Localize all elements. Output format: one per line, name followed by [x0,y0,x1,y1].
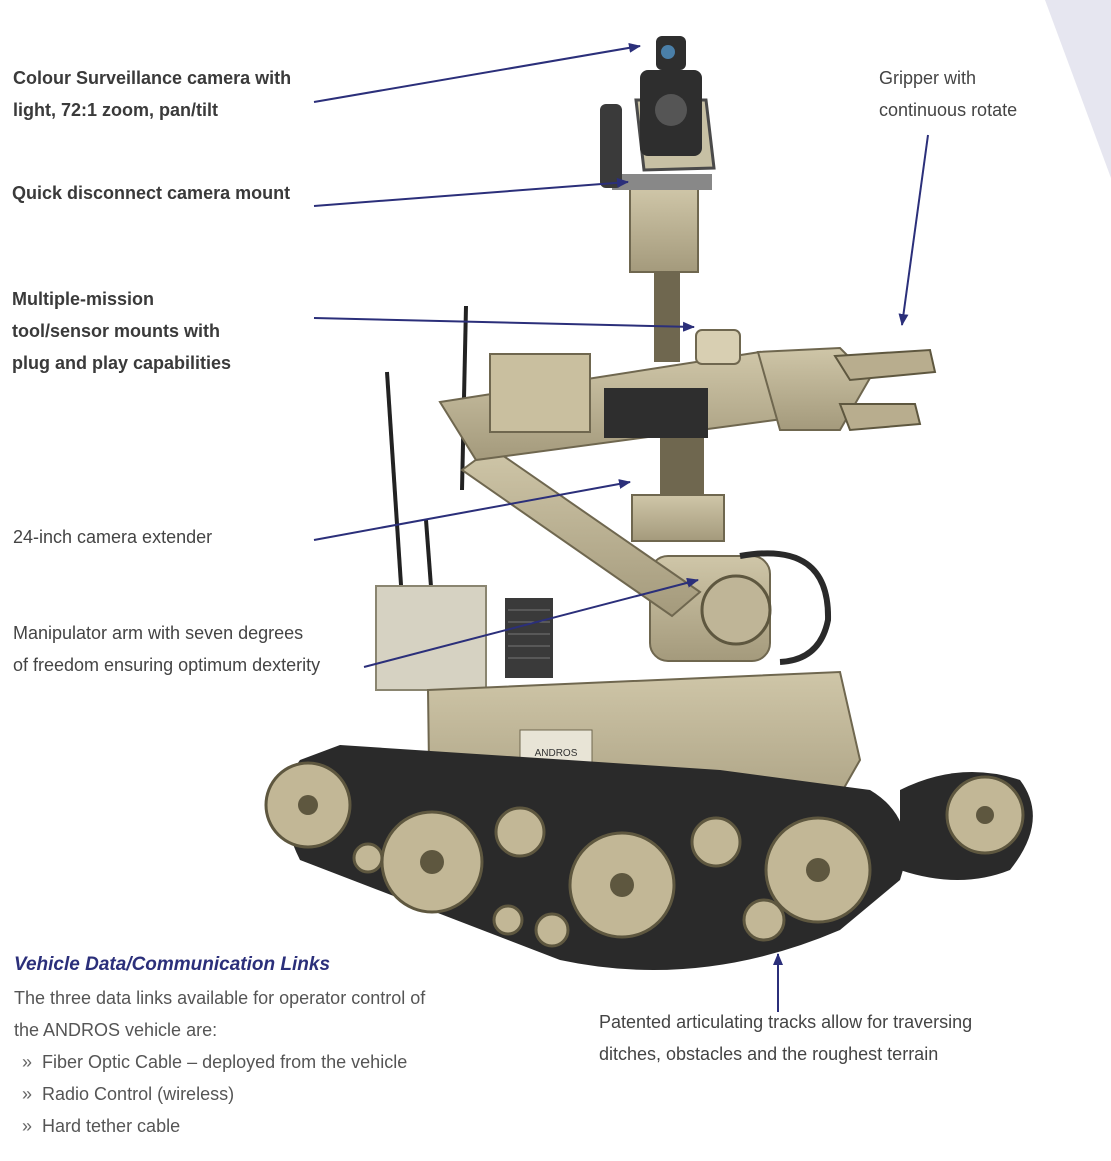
vehicle-badge: ANDROS [535,748,578,759]
callout-manipulator-arm: Manipulator arm with seven degrees of fr… [13,623,321,675]
list-item: »Hard tether cable [22,1116,181,1136]
callout-camera: Colour Surveillance camera with light, 7… [13,68,292,120]
bullet-marker: » [22,1084,33,1104]
links-list: »Fiber Optic Cable – deployed from the v… [22,1046,407,1142]
bullet-marker: » [22,1052,33,1072]
corner-accent-shape [1045,0,1111,178]
links-heading: Vehicle Data/Communication Links [14,954,331,975]
callout-gripper: Gripper with continuous rotate [879,68,1018,120]
callout-camera-extender: 24-inch camera extender [13,527,213,547]
callout-camera-mount: Quick disconnect camera mount [12,183,291,203]
links-intro: The three data links available for opera… [14,988,426,1040]
bullet-marker: » [22,1116,33,1136]
callout-articulating-tracks: Patented articulating tracks allow for t… [599,1012,973,1064]
callout-tool-sensor-mounts: Multiple-mission tool/sensor mounts with… [12,289,232,373]
list-item: »Fiber Optic Cable – deployed from the v… [22,1052,408,1072]
list-item: »Radio Control (wireless) [22,1084,235,1104]
